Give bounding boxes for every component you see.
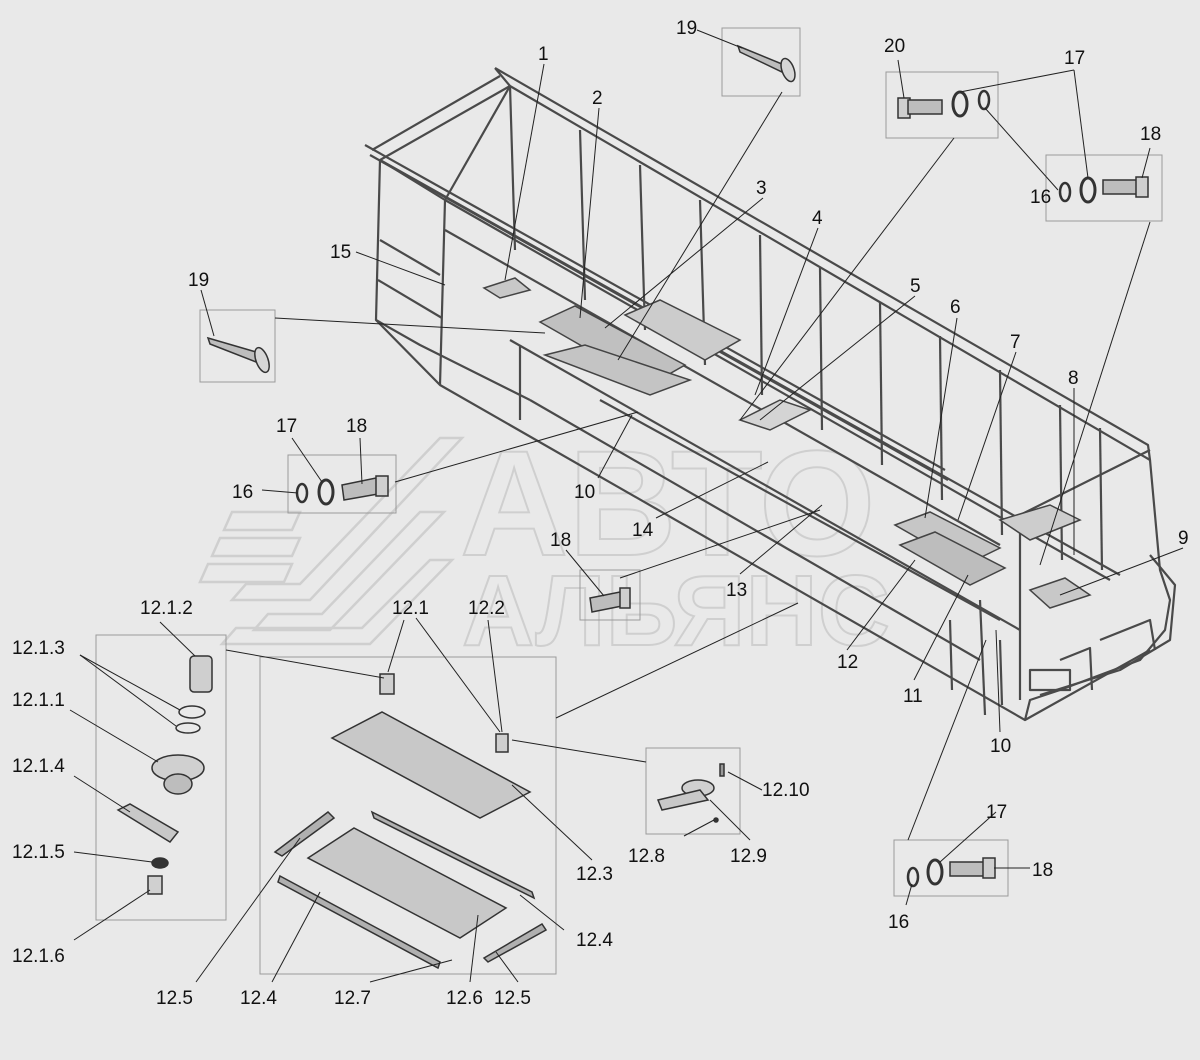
strip-12-5a xyxy=(273,811,336,857)
label-17-bottom: 17 xyxy=(986,802,1007,823)
part-12-1-6 xyxy=(147,875,163,895)
label-12-7: 12.7 xyxy=(334,988,371,1009)
fastener-set-bottom xyxy=(906,857,996,888)
label-17-left: 17 xyxy=(276,416,297,437)
bolt-18-mid xyxy=(589,587,631,613)
frame-20-17 xyxy=(885,71,999,139)
label-12-8: 12.8 xyxy=(628,846,665,867)
label-19-top: 19 xyxy=(676,18,697,39)
callout-labels: 1 2 3 4 5 6 7 8 9 10 10 11 12 13 14 15 1… xyxy=(12,18,1189,1009)
frame-19-left xyxy=(199,309,276,383)
label-18-mid: 18 xyxy=(550,530,571,551)
label-1: 1 xyxy=(538,44,549,65)
label-2: 2 xyxy=(592,88,603,109)
label-16-left: 16 xyxy=(232,482,253,503)
lock-12-1-top xyxy=(379,673,395,695)
label-12-5-right: 12.5 xyxy=(494,988,531,1009)
label-12-5-left: 12.5 xyxy=(156,988,193,1009)
strip-12-4a xyxy=(277,874,441,970)
floor-panels xyxy=(482,277,1092,609)
part-12-1-2 xyxy=(189,655,213,693)
frame-12-1 xyxy=(95,634,227,921)
label-10-right: 10 xyxy=(990,736,1011,757)
label-16-right: 16 xyxy=(1030,187,1051,208)
floor-panel-3 xyxy=(542,344,693,396)
bus-frame xyxy=(364,67,1177,722)
label-11: 11 xyxy=(903,686,923,707)
frame-16-17-18-left xyxy=(287,454,397,514)
part-12-1-5 xyxy=(151,857,169,869)
strip-12-5b xyxy=(482,922,548,963)
floor-panel-12 xyxy=(898,531,1007,586)
plate-12-3 xyxy=(330,711,532,819)
callout-frames xyxy=(95,27,1163,975)
lock-12-1-parts xyxy=(116,655,213,895)
floor-panel-9 xyxy=(1028,577,1092,609)
plates-12 xyxy=(273,673,548,970)
label-18-right: 18 xyxy=(1140,124,1161,145)
bolt-20 xyxy=(897,89,991,119)
label-5: 5 xyxy=(910,276,921,297)
part-12-1-4 xyxy=(116,803,180,843)
label-20: 20 xyxy=(884,36,905,57)
label-12: 12 xyxy=(837,652,858,673)
label-8: 8 xyxy=(1068,368,1079,389)
frame-16-17-18-right xyxy=(1045,154,1163,222)
label-12-1: 12.1 xyxy=(392,598,429,619)
floor-panel-5 xyxy=(738,399,812,431)
part-12-1-3a xyxy=(178,705,206,719)
label-16-bottom: 16 xyxy=(888,912,909,933)
label-12-10: 12.10 xyxy=(762,780,810,801)
label-12-1-5: 12.1.5 xyxy=(12,842,65,863)
frame-19-top xyxy=(721,27,801,97)
watermark-logo xyxy=(198,436,465,646)
screw-19-top xyxy=(736,44,796,83)
label-6: 6 xyxy=(950,297,961,318)
screw-19-left xyxy=(206,336,270,374)
label-4: 4 xyxy=(812,208,823,229)
label-18-bottom: 18 xyxy=(1032,860,1053,881)
label-10-left: 10 xyxy=(574,482,595,503)
small-parts xyxy=(116,44,1149,970)
label-12-3: 12.3 xyxy=(576,864,613,885)
leader-lines xyxy=(69,29,1184,983)
part-12-1-3b xyxy=(175,722,201,734)
strip-12-4b xyxy=(370,810,536,900)
label-12-1-4: 12.1.4 xyxy=(12,756,65,777)
label-15: 15 xyxy=(330,242,351,263)
fastener-set-left xyxy=(295,475,389,506)
floor-panel-7 xyxy=(998,504,1082,541)
label-12-9: 12.9 xyxy=(730,846,767,867)
label-12-6: 12.6 xyxy=(446,988,483,1009)
floor-panel-1 xyxy=(482,277,532,299)
frame-18-mid xyxy=(579,569,641,621)
floor-panel-4 xyxy=(623,299,742,361)
label-3: 3 xyxy=(756,178,767,199)
label-17-top: 17 xyxy=(1064,48,1085,69)
label-12-4-right: 12.4 xyxy=(576,930,613,951)
frame-12-2 xyxy=(645,747,741,835)
label-9: 9 xyxy=(1178,528,1189,549)
label-12-1-2: 12.1.2 xyxy=(140,598,193,619)
label-12-1-1: 12.1.1 xyxy=(12,690,65,711)
frame-12 xyxy=(259,656,557,975)
fastener-set-right xyxy=(1058,176,1149,204)
label-12-4-bottom: 12.4 xyxy=(240,988,277,1009)
label-19-left: 19 xyxy=(188,270,209,291)
label-13: 13 xyxy=(726,580,747,601)
label-18-left: 18 xyxy=(346,416,367,437)
lock-12-2 xyxy=(495,733,509,753)
label-12-1-6: 12.1.6 xyxy=(12,946,65,967)
label-12-1-3: 12.1.3 xyxy=(12,638,65,659)
watermark: АВТО АЛЬЯНС xyxy=(198,418,891,668)
label-12-2: 12.2 xyxy=(468,598,505,619)
label-7: 7 xyxy=(1010,332,1021,353)
watermark-line2: АЛЬЯНС xyxy=(462,555,890,667)
plate-12-6 xyxy=(306,827,508,939)
label-14: 14 xyxy=(632,520,654,541)
lock-12-2-parts xyxy=(656,763,725,823)
